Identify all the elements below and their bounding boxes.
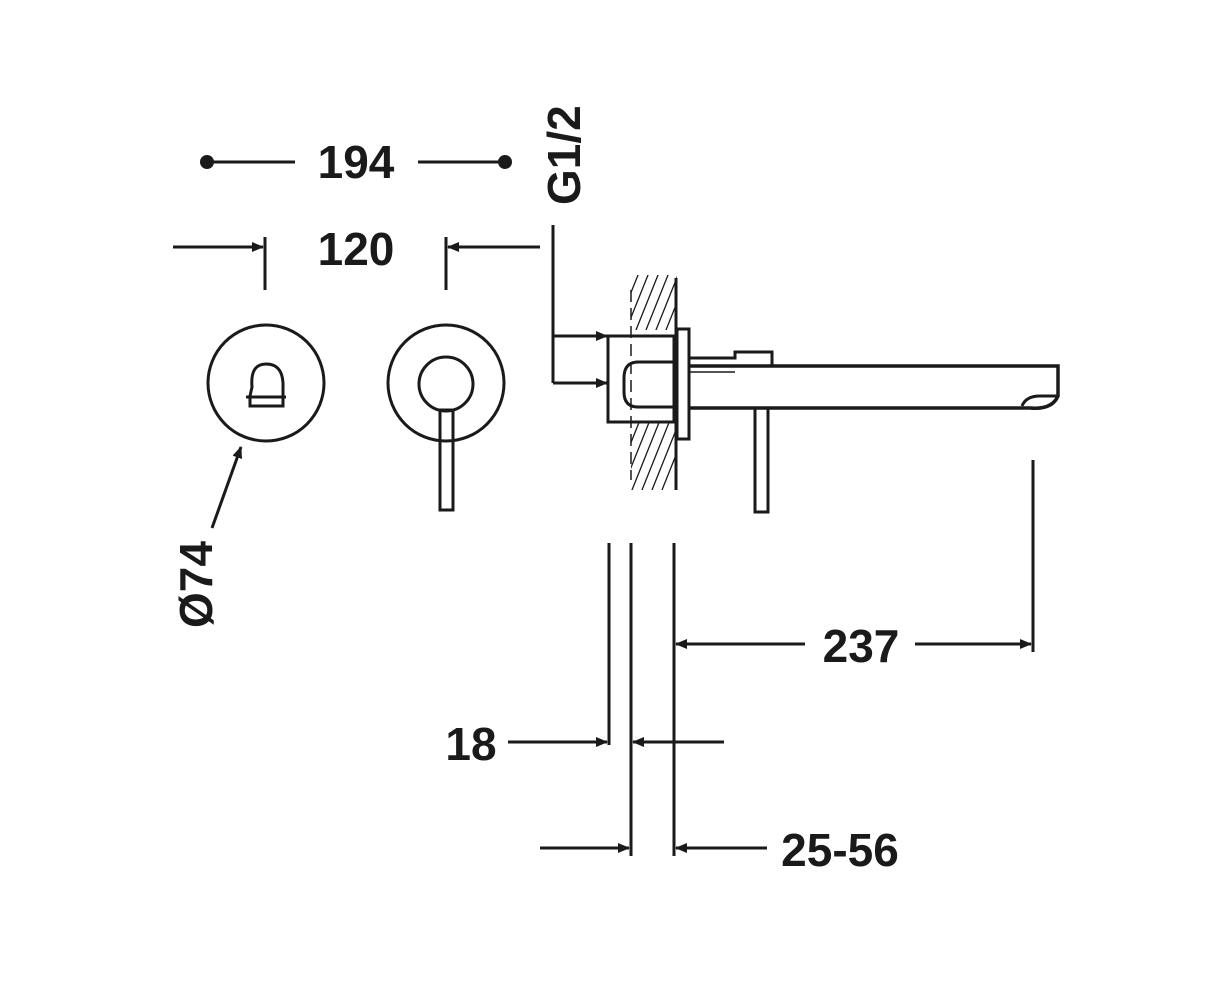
dimension-label-diameter: Ø74 [170, 541, 222, 628]
dimension-label-thread: G1/2 [538, 105, 590, 205]
dimension-194: 194 [200, 136, 512, 188]
knob-handle [248, 362, 285, 408]
dimension-label-237: 237 [823, 620, 900, 672]
spout [689, 364, 1060, 410]
lever-side [753, 406, 770, 514]
dimension-label-120: 120 [318, 223, 395, 275]
knob-plate [206, 323, 326, 443]
dimension-120: 120 [173, 223, 540, 290]
diameter-arrow [210, 446, 243, 529]
front-view-lever [386, 323, 506, 512]
dimension-label-18: 18 [445, 718, 496, 770]
spout-top-collar [689, 350, 774, 366]
internal-pipe [622, 360, 676, 409]
lever-hub [417, 355, 475, 413]
dimension-thread: G1/2 [538, 105, 608, 388]
dimension-label-25-56: 25-56 [781, 824, 899, 876]
dimension-18: 18 [445, 718, 724, 770]
lever-handle [438, 408, 455, 512]
front-view-knob [206, 323, 326, 443]
lever-plate [386, 323, 506, 443]
dimension-label-194: 194 [318, 136, 395, 188]
dimension-25-56: 25-56 [540, 824, 899, 876]
concealed-body [606, 334, 676, 424]
dimension-diameter: Ø74 [170, 446, 243, 628]
side-view [606, 275, 1060, 514]
escutcheon-plate [675, 327, 691, 441]
dimension-endpoint-right [498, 155, 512, 169]
dimension-237: 237 [607, 460, 1035, 856]
spout-outlet [1020, 394, 1058, 407]
